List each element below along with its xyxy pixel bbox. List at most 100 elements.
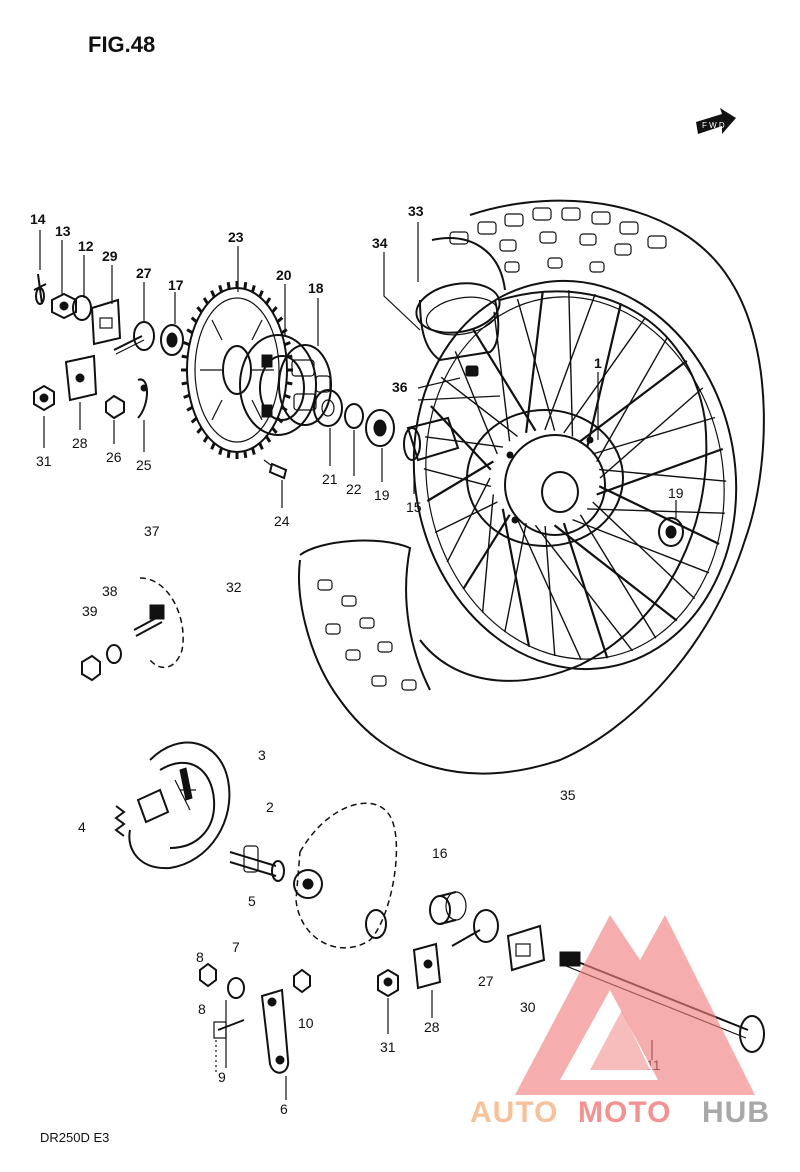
sprocket-tooth xyxy=(286,381,293,386)
cotter-pin-14 xyxy=(33,273,47,305)
brake-cam xyxy=(229,845,285,882)
rear-sprocket xyxy=(181,281,293,459)
spoke-nipple-part xyxy=(465,365,479,377)
spoke xyxy=(568,290,574,437)
callout-1: 1 xyxy=(594,355,602,371)
nut-8-left xyxy=(199,962,217,988)
spoke xyxy=(423,468,491,488)
callout-27-top: 27 xyxy=(136,265,152,281)
bolt-25 xyxy=(137,378,148,419)
spacer-22 xyxy=(344,403,364,429)
spoke xyxy=(440,376,518,437)
sprocket-tooth xyxy=(276,316,284,323)
sprocket-tooth xyxy=(186,405,194,412)
sprocket-tooth xyxy=(210,290,216,298)
sprocket-tooth xyxy=(258,290,264,298)
washer-17 xyxy=(160,324,184,356)
callout-10: 10 xyxy=(298,1015,314,1031)
sprocket-tooth xyxy=(196,306,203,313)
sprocket-tooth xyxy=(243,281,248,290)
plate-28-bottom xyxy=(412,942,442,990)
spoke xyxy=(426,460,494,502)
spoke xyxy=(592,501,696,600)
callout-26: 26 xyxy=(106,449,122,465)
forward-arrow-label: F W D xyxy=(702,121,725,130)
spoke xyxy=(596,447,724,496)
nut-31-top xyxy=(33,384,55,412)
sprocket-tooth xyxy=(265,297,272,305)
callout-2: 2 xyxy=(266,799,274,815)
brake-cam-lever xyxy=(81,577,184,682)
tire-tread-top xyxy=(449,207,667,273)
watermark-logo: AUTO MOTO HUB xyxy=(470,915,770,1129)
spoke xyxy=(462,514,511,590)
chain-adjuster-30 xyxy=(506,924,546,972)
spoke xyxy=(563,317,646,434)
nut-31-bottom xyxy=(377,968,399,998)
bearing-19 xyxy=(365,409,395,447)
spoke xyxy=(544,293,596,431)
sprocket-tooth xyxy=(183,393,190,399)
callout-8-bottom: 8 xyxy=(198,1001,206,1017)
callout-32: 32 xyxy=(226,579,242,595)
spoke xyxy=(562,522,609,659)
wheel-spokes xyxy=(423,290,727,661)
callout-35: 35 xyxy=(560,787,576,803)
adjuster-bolt-27-bottom xyxy=(451,909,499,947)
callout-29: 29 xyxy=(102,248,118,264)
sprocket-tooth xyxy=(251,447,256,455)
bearing-21 xyxy=(313,389,343,427)
sprocket-tooth xyxy=(210,442,216,450)
callout-4: 4 xyxy=(78,819,86,835)
brake-shoes xyxy=(128,741,231,870)
rear-wheel-assembly xyxy=(298,199,765,775)
spoke xyxy=(430,405,492,471)
washer-7 xyxy=(227,977,245,999)
spoke xyxy=(544,525,556,657)
callout-3: 3 xyxy=(258,747,266,763)
chain-adjuster-29 xyxy=(90,298,122,346)
leader-lines xyxy=(39,222,677,1100)
callout-7: 7 xyxy=(232,939,240,955)
callout-18: 18 xyxy=(308,280,324,296)
callout-13: 13 xyxy=(55,223,71,239)
sprocket-tooth xyxy=(226,450,231,459)
callout-39: 39 xyxy=(82,603,98,619)
sprocket-tooth xyxy=(271,427,278,434)
callout-33: 33 xyxy=(408,203,424,219)
callout-19-right: 19 xyxy=(668,485,684,501)
bolt-24 xyxy=(263,459,288,480)
spoke xyxy=(599,468,727,482)
sprocket-tooth xyxy=(243,450,248,459)
sprocket-tooth xyxy=(190,417,198,424)
sprocket-tooth xyxy=(202,297,209,305)
spoke xyxy=(525,291,544,434)
spoke xyxy=(596,336,669,462)
sprocket-tooth xyxy=(218,285,223,293)
figure-title: FIG.48 xyxy=(88,32,155,57)
spacer-16 xyxy=(429,891,467,925)
callout-20: 20 xyxy=(276,267,292,283)
callout-6: 6 xyxy=(280,1101,288,1117)
spoke xyxy=(516,298,556,431)
spoke xyxy=(434,501,498,534)
model-footer: DR250D E3 xyxy=(40,1130,109,1145)
plate-28-top xyxy=(64,354,98,402)
callout-labels: 14 13 12 29 27 17 23 20 18 33 34 36 1 31… xyxy=(30,203,684,1117)
callout-30: 30 xyxy=(520,999,536,1015)
watermark-text-auto: AUTO xyxy=(470,1096,558,1129)
callout-8-top: 8 xyxy=(196,949,204,965)
sprocket-tooth xyxy=(186,328,194,335)
nut-26 xyxy=(105,394,125,420)
callout-28-top: 28 xyxy=(72,435,88,451)
sprocket-tooth xyxy=(202,435,209,443)
callout-37: 37 xyxy=(144,523,160,539)
spoke xyxy=(472,328,537,432)
rim-band-and-tube xyxy=(415,237,506,362)
sprocket-tooth xyxy=(271,306,278,313)
callout-31-top: 31 xyxy=(36,453,52,469)
watermark-text-hub: HUB xyxy=(702,1096,770,1129)
sprocket-tooth xyxy=(181,354,188,359)
sprocket-tooth xyxy=(181,381,188,386)
